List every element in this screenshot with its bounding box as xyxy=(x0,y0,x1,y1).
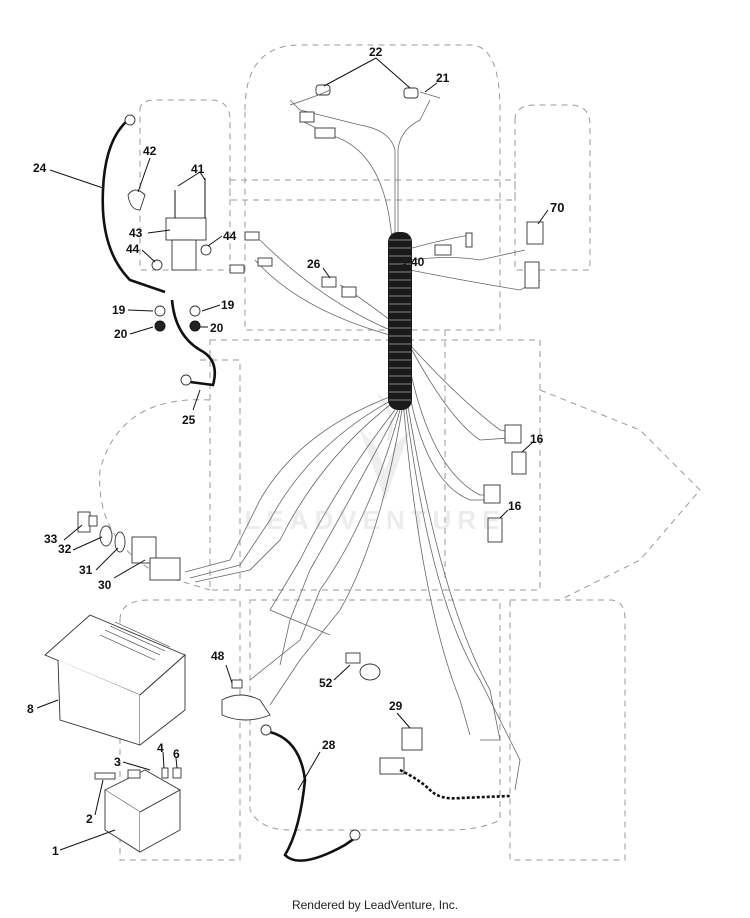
connector-52 xyxy=(345,652,381,681)
connector-48 xyxy=(221,679,271,721)
ignition-switch xyxy=(77,511,181,581)
callout-32: 32 xyxy=(58,542,72,556)
battery-cable-25 xyxy=(170,299,217,387)
callout-2: 2 xyxy=(86,812,93,826)
callout-20-right: 20 xyxy=(210,321,224,335)
callout-16-lower: 16 xyxy=(508,499,522,513)
callout-31: 31 xyxy=(79,563,93,577)
callout-48: 48 xyxy=(211,649,225,663)
harness-wires xyxy=(184,99,541,791)
washers-nuts xyxy=(154,305,201,332)
callout-3: 3 xyxy=(114,755,121,769)
callout-44-right: 44 xyxy=(223,229,237,243)
cable-25-terminal xyxy=(180,374,192,386)
callout-24: 24 xyxy=(33,161,47,175)
callout-52: 52 xyxy=(319,676,333,690)
callout-30: 30 xyxy=(98,578,112,592)
callout-6: 6 xyxy=(173,747,180,761)
seat-switch-29 xyxy=(379,727,511,800)
callout-40: 40 xyxy=(411,255,425,269)
callout-19-right: 19 xyxy=(221,298,235,312)
callout-1: 1 xyxy=(52,844,59,858)
callout-16-upper: 16 xyxy=(530,432,544,446)
cable-28-terminal xyxy=(260,724,272,736)
harness-loom xyxy=(388,232,412,410)
callout-70: 70 xyxy=(550,200,564,215)
callout-33: 33 xyxy=(44,532,58,546)
callout-22: 22 xyxy=(369,45,383,59)
watermark-text: LEADVENTURE xyxy=(244,505,506,535)
battery-box xyxy=(44,614,186,746)
callout-19-left: 19 xyxy=(112,303,126,317)
tractor-outline xyxy=(99,44,701,861)
callout-20-left: 20 xyxy=(114,327,128,341)
callout-29: 29 xyxy=(389,699,403,713)
callout-43: 43 xyxy=(129,226,143,240)
connector-16-upper xyxy=(504,424,527,475)
callout-42: 42 xyxy=(143,144,157,158)
solenoid-assembly xyxy=(127,178,273,274)
callout-21: 21 xyxy=(436,71,450,85)
callout-4: 4 xyxy=(157,741,164,755)
cable-28-end xyxy=(349,829,361,841)
battery-cable-24 xyxy=(101,119,166,294)
footer-text: Rendered by LeadVenture, Inc. xyxy=(291,898,459,912)
leader-lines xyxy=(36,57,549,851)
battery xyxy=(94,767,182,853)
connector-26 xyxy=(321,276,357,298)
connector-16-lower xyxy=(483,484,503,543)
callout-8: 8 xyxy=(27,702,34,716)
callout-25: 25 xyxy=(182,413,196,427)
callout-26: 26 xyxy=(307,257,321,271)
callout-labels: 1 2 3 4 6 8 16 16 19 19 20 20 21 22 24 2… xyxy=(27,45,564,858)
callout-28: 28 xyxy=(322,738,336,752)
ground-cable-28 xyxy=(269,730,356,862)
callout-44-left: 44 xyxy=(126,242,140,256)
callout-41: 41 xyxy=(191,162,205,176)
headlight-assembly xyxy=(289,84,441,139)
connector-70 xyxy=(434,221,544,289)
cable-24-terminal xyxy=(124,114,136,126)
